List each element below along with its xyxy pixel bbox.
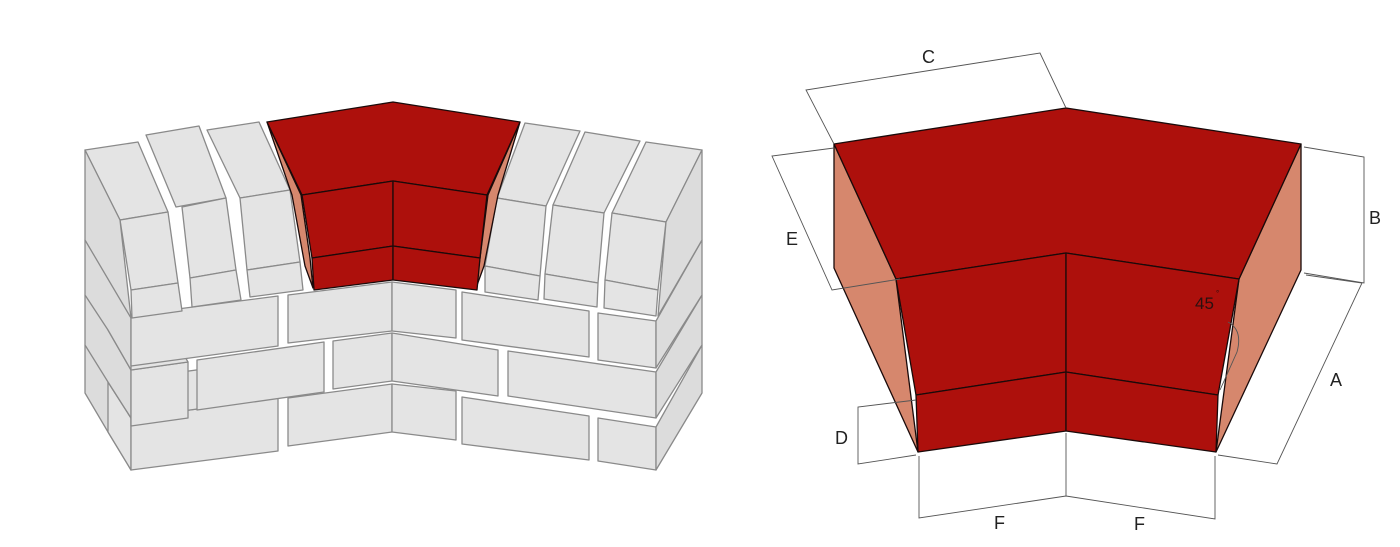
- brick-course-upper: [84, 227, 703, 371]
- dimension-line-f: [918, 456, 1216, 520]
- label-f-left: F: [994, 513, 1005, 533]
- label-b: B: [1369, 208, 1381, 228]
- dimension-line-e: [771, 147, 901, 291]
- label-e: E: [786, 229, 798, 249]
- front-right-lower-face: [1065, 371, 1219, 453]
- dimension-line-d: [857, 399, 917, 465]
- dimension-line-a: [1217, 274, 1363, 465]
- label-angle: 45: [1195, 294, 1214, 313]
- label-d: D: [835, 428, 848, 448]
- label-a: A: [1330, 370, 1342, 390]
- label-angle-degree: °: [1216, 289, 1219, 298]
- label-f-right: F: [1134, 514, 1145, 534]
- dimension-line-c: [805, 52, 1067, 145]
- soldier-bricks-right: [484, 122, 703, 317]
- brick-wall-assembly: [84, 101, 703, 471]
- label-c: C: [922, 47, 935, 67]
- angle-brick-dimension-drawing: C E B A D F F 45 °: [771, 47, 1381, 534]
- highlighted-angle-brick: [266, 101, 521, 291]
- dimension-line-b: [1303, 146, 1365, 284]
- soldier-bricks-left: [84, 121, 304, 319]
- angle-arc: [1219, 321, 1240, 391]
